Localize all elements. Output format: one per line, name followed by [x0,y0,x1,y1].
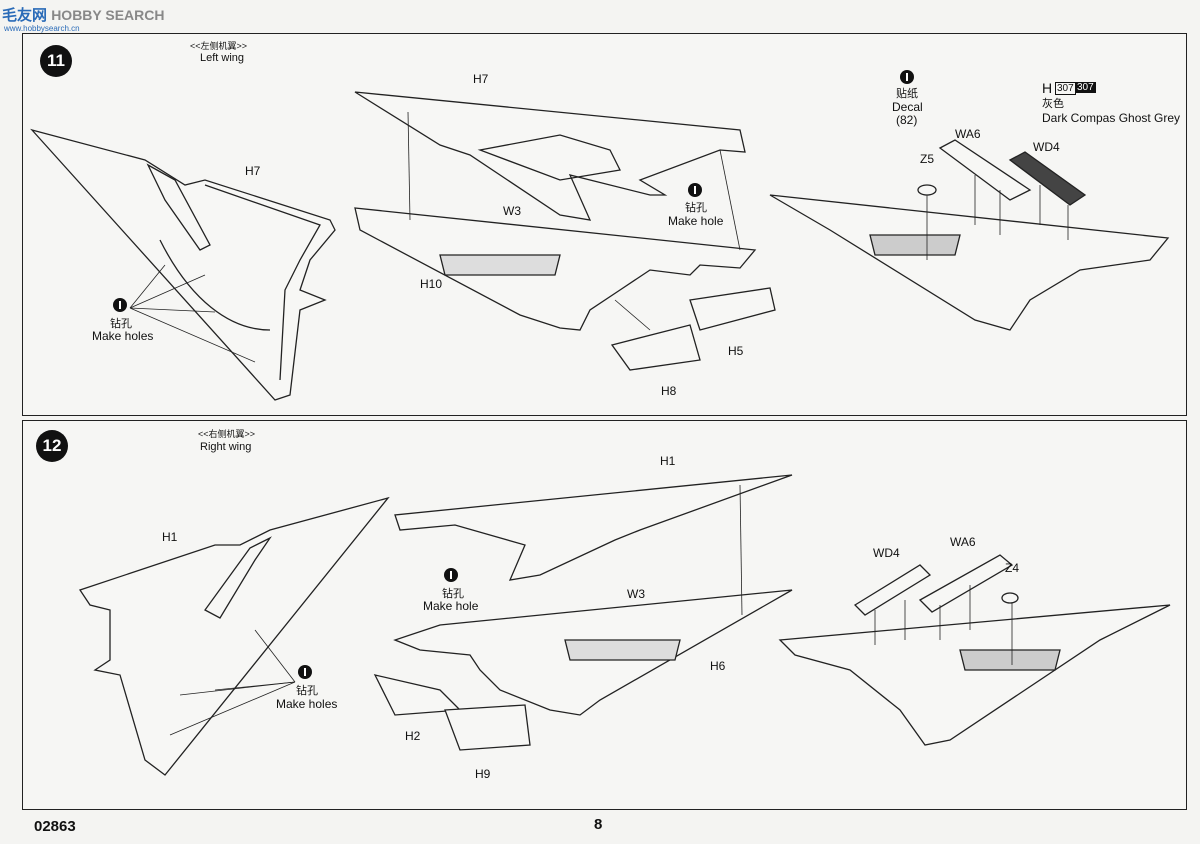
h9-flap [444,704,531,751]
left-wing-spar [204,184,321,381]
right-wing-cutout [204,536,272,619]
left-wing-cutout [146,163,211,251]
left-wing-inner-outline [30,128,336,401]
step-11-drill-icon [113,298,127,312]
wa6-part-right [918,554,1014,613]
step-12-number: 12 [36,430,68,462]
h2-flap [373,674,462,716]
step-12-drill-en: Make holes [276,697,338,711]
step-12-title-en: Right wing [200,441,252,453]
step-12-wd4: WD4 [873,546,900,560]
watermark-url: www.hobbysearch.cn [4,24,80,33]
step-11-hole-icon [688,183,702,197]
step-11-h5: H5 [728,344,744,358]
step-12-hole-cn: 钻孔 [442,588,464,600]
wd4-part-right [853,564,932,616]
step-11-paint-letter: H [1042,80,1053,96]
step-11-decal-icon [900,70,914,84]
h7-inner-panel [477,134,621,181]
step-11-number: 11 [40,45,72,77]
step-11-h8: H8 [661,384,677,398]
step-11-paint-cn: 灰色 [1042,98,1064,110]
right-wing-inner-outline [78,496,390,776]
h7-upper-skin [354,91,746,221]
step-11-z5: Z5 [920,152,935,166]
h5-flap [689,287,776,331]
step-12-hole-en: Make hole [423,599,479,613]
step-12-drill-icon [298,665,312,679]
step-11-lower-h10: H10 [420,277,443,291]
assembled-left-wing [769,194,1170,331]
step-11-decal-num: (82) [896,113,918,127]
step-12-w3: W3 [627,587,645,601]
h1-upper-skin [394,474,793,581]
step-12-h2: H2 [405,729,421,743]
watermark: 毛友网 HOBBY SEARCH [2,4,165,25]
assembled-right-wing [778,604,1171,746]
step-12-wa6: WA6 [950,535,976,549]
step-12-drill-cn: 钻孔 [296,685,318,697]
step-11-upper-h7: H7 [473,72,489,86]
step-11-w3: W3 [503,204,521,218]
step-11-decal-cn: 贴纸 [896,88,918,100]
assembled-right-grille [959,649,1061,671]
watermark-chars: 毛友网 [2,7,48,24]
step-12-left-h1: H1 [162,530,178,544]
step-12-h6: H6 [710,659,726,673]
step-11-left-h7: H7 [245,164,261,178]
step-11-hole-en: Make hole [668,214,724,228]
z4-part [1001,592,1019,604]
step-11-wd4: WD4 [1033,140,1060,154]
step-12-title-cn: <<右侧机翼>> [198,429,256,439]
step-11-title-cn: <<左侧机翼>> [190,41,248,51]
assembled-grille [869,234,961,256]
step-11-wa6: WA6 [955,127,981,141]
left-wing-curve [159,239,271,331]
step-11-drill-en: Make holes [92,329,154,343]
step-11-drill-cn: 钻孔 [110,318,132,330]
wa6-part [938,139,1032,201]
step-11-paint-en: Dark Compas Ghost Grey [1042,111,1181,125]
h6-grille [564,639,681,661]
step-11-paint-code2: 307 [1075,82,1096,93]
footer-product-code: 02863 [34,818,76,835]
wd4-part [1008,151,1087,206]
step-12-hole-icon [444,568,458,582]
h8-flap [610,324,701,371]
step-11-decal-en: Decal [892,100,923,114]
step-11-title-en: Left wing [200,52,245,64]
step-12-upper-h1: H1 [660,454,676,468]
watermark-text: HOBBY SEARCH [51,7,165,23]
step-11-hole-cn: 钻孔 [685,202,707,214]
step-12-z4: Z4 [1005,561,1020,575]
step-12-h9: H9 [475,767,491,781]
h10-grille [439,254,561,276]
footer-page-number: 8 [594,816,603,833]
